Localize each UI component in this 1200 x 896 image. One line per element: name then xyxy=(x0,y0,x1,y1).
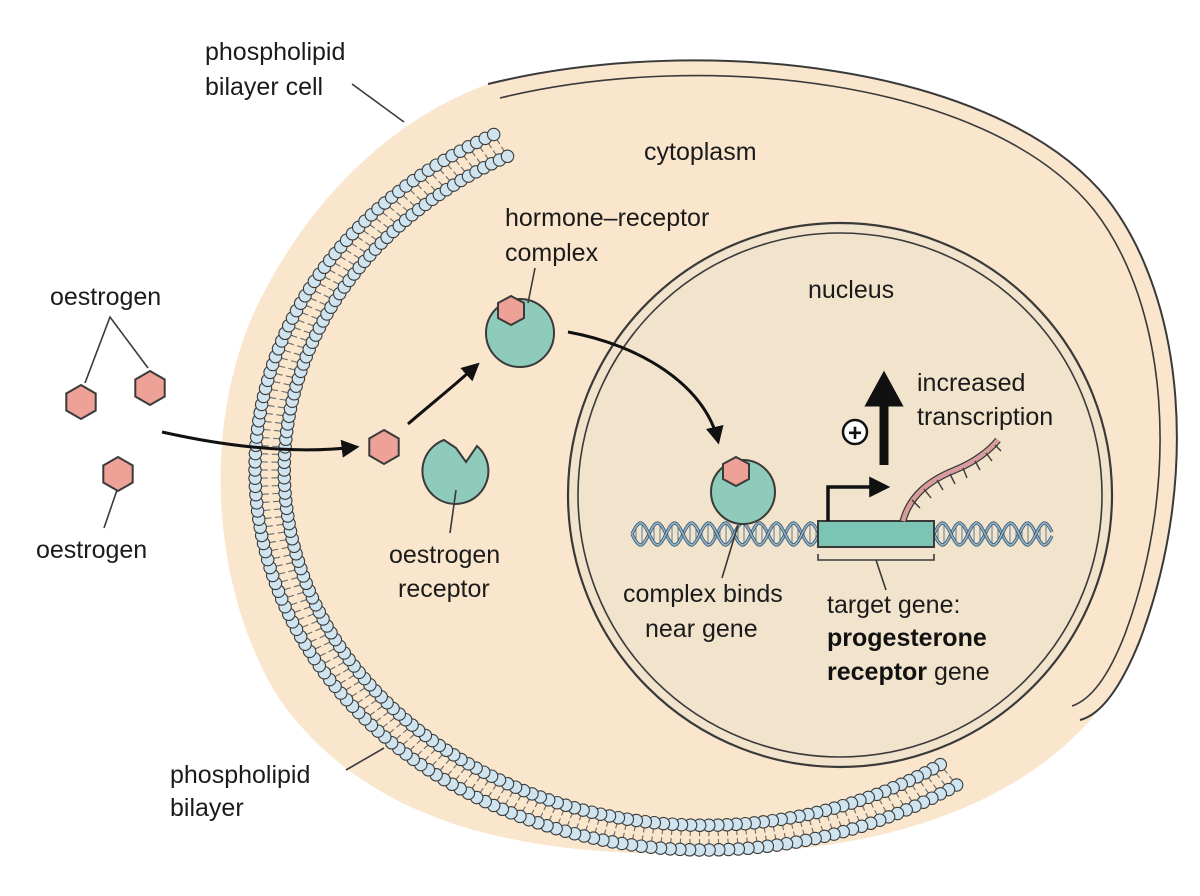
label-oestrogen-top: oestrogen xyxy=(50,283,161,311)
label-complex-1: hormone–receptor xyxy=(505,204,709,232)
mrna-base xyxy=(911,499,921,509)
label-membrane-bottom-1: phospholipid xyxy=(170,761,310,789)
mrna-strand-icon xyxy=(899,437,1002,523)
label-oestrogen-bottom: oestrogen xyxy=(36,536,147,564)
leader-oestrogen-bottom xyxy=(103,489,118,529)
mrna-base xyxy=(985,452,993,462)
mrna-base xyxy=(974,460,981,471)
oestrogen-molecule-icon xyxy=(368,428,400,466)
binding-arrow xyxy=(407,362,480,426)
entry-arrow xyxy=(161,430,360,458)
transcription-start-arrow xyxy=(826,476,891,521)
dna-strand-fill xyxy=(933,522,1053,546)
dna-strand-fill xyxy=(933,522,1053,546)
label-membrane-bottom-2: bilayer xyxy=(170,794,244,822)
dna-strand-fill xyxy=(631,522,819,546)
mrna-base xyxy=(962,467,968,479)
dna-strand-fill xyxy=(631,522,819,546)
label-membrane-top-2: bilayer cell xyxy=(205,73,323,101)
label-membrane-top-1: phospholipid xyxy=(205,38,345,66)
target-gene-box xyxy=(817,520,935,548)
phospholipid-head xyxy=(486,127,501,142)
leader-membrane-top xyxy=(351,83,405,123)
mrna-base xyxy=(994,444,1002,452)
phospholipid-head xyxy=(500,149,515,164)
label-increased-2: transcription xyxy=(917,403,1053,431)
mrna-base xyxy=(923,488,932,499)
mrna-base xyxy=(949,473,956,485)
leader-complex xyxy=(527,267,536,304)
leader-receptor xyxy=(449,489,457,534)
oestrogen-molecules xyxy=(65,369,400,493)
label-receptor-2: receptor xyxy=(398,575,490,603)
bound-complex-icon xyxy=(710,455,776,525)
label-target-2: progesterone xyxy=(827,624,987,652)
cell-outline-right xyxy=(487,59,1178,721)
label-increased-1: increased xyxy=(917,369,1025,397)
mrna-base xyxy=(936,479,944,491)
label-target-3: receptor gene xyxy=(827,658,990,686)
nucleus-envelope-inner xyxy=(577,232,1103,758)
hormone-receptor-complex-icon xyxy=(485,294,555,368)
oestrogen-molecule-icon xyxy=(134,369,166,407)
leader-membrane-bottom xyxy=(345,747,385,771)
label-binds-2: near gene xyxy=(645,615,758,643)
leader-oestrogen-fork xyxy=(84,315,149,384)
dna-helix xyxy=(630,521,1054,547)
label-binds-1: complex binds xyxy=(623,580,783,608)
oestrogen-molecule-icon xyxy=(102,455,134,493)
gene-bracket xyxy=(817,554,935,591)
phospholipid-bilayer xyxy=(248,127,964,857)
nuclear-entry-arrow xyxy=(567,330,724,445)
oestrogen-molecule-icon xyxy=(65,383,97,421)
label-target-1: target gene: xyxy=(827,591,960,619)
positive-regulation-icon: + xyxy=(841,418,869,447)
increase-arrow xyxy=(864,370,904,465)
leader-binds xyxy=(721,524,739,579)
svg-text:+: + xyxy=(848,420,862,447)
label-cytoplasm: cytoplasm xyxy=(644,138,757,166)
oestrogen-receptor-icon xyxy=(421,438,490,505)
label-nucleus: nucleus xyxy=(808,276,894,304)
cell-outline-right-inner xyxy=(499,74,1161,707)
label-receptor-1: oestrogen xyxy=(389,541,500,569)
label-complex-2: complex xyxy=(505,239,599,267)
nucleus-envelope-outer xyxy=(566,221,1114,769)
